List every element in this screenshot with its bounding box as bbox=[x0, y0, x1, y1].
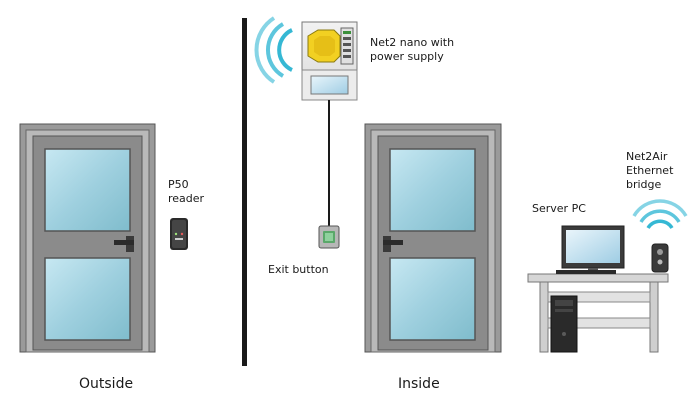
net2air-bridge-icon bbox=[632, 199, 688, 273]
net2-nano-controller-icon bbox=[254, 16, 358, 101]
outside-label: Outside bbox=[79, 376, 134, 392]
net2-nano-label: Net2 nano with power supply bbox=[370, 36, 455, 63]
server-pc-icon bbox=[550, 225, 625, 353]
exit-button-label: Exit button bbox=[268, 263, 329, 276]
inside-label: Inside bbox=[398, 376, 440, 392]
p50-reader-label: P50 reader bbox=[168, 178, 205, 205]
exit-button-icon bbox=[318, 225, 340, 249]
server-desk bbox=[527, 273, 669, 353]
outside-door bbox=[19, 123, 156, 353]
inside-door bbox=[364, 123, 502, 353]
p50-reader-icon bbox=[170, 218, 188, 250]
server-pc-label: Server PC bbox=[532, 202, 586, 215]
net2air-bridge-label: Net2Air Ethernet bridge bbox=[626, 150, 674, 191]
outside-inside-divider bbox=[242, 18, 247, 366]
